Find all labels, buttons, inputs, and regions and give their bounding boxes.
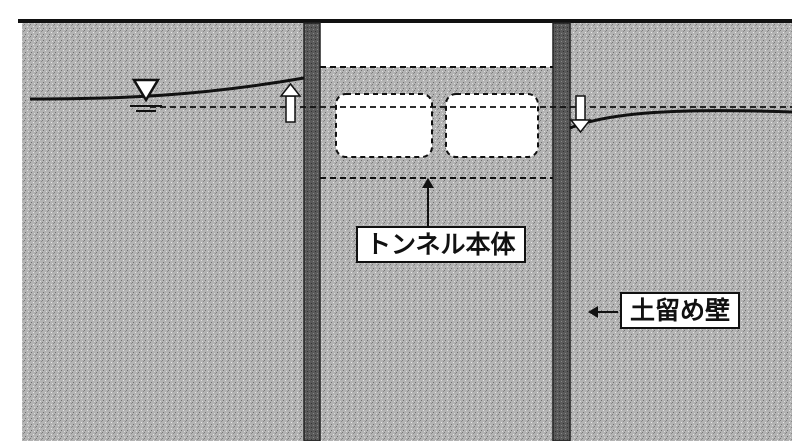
right-retaining-wall (552, 22, 571, 441)
water-table-left (29, 76, 305, 101)
tunnel-body-label: トンネル本体 (356, 226, 526, 263)
backfill-soil (320, 178, 553, 441)
tunnel-cell-right (445, 93, 539, 158)
water-level-triangle-icon (130, 78, 162, 112)
tunnel-cell-left (335, 93, 433, 158)
left-soil (22, 23, 304, 441)
excavation-open-space (320, 23, 553, 67)
tunnel-label-leader (422, 178, 434, 226)
wall-label-leader (588, 306, 618, 318)
right-soil (570, 23, 792, 441)
retaining-wall-label: 土留め壁 (620, 292, 741, 329)
up-arrow-icon (279, 82, 302, 123)
left-retaining-wall (303, 22, 321, 441)
down-arrow-icon (569, 95, 592, 134)
